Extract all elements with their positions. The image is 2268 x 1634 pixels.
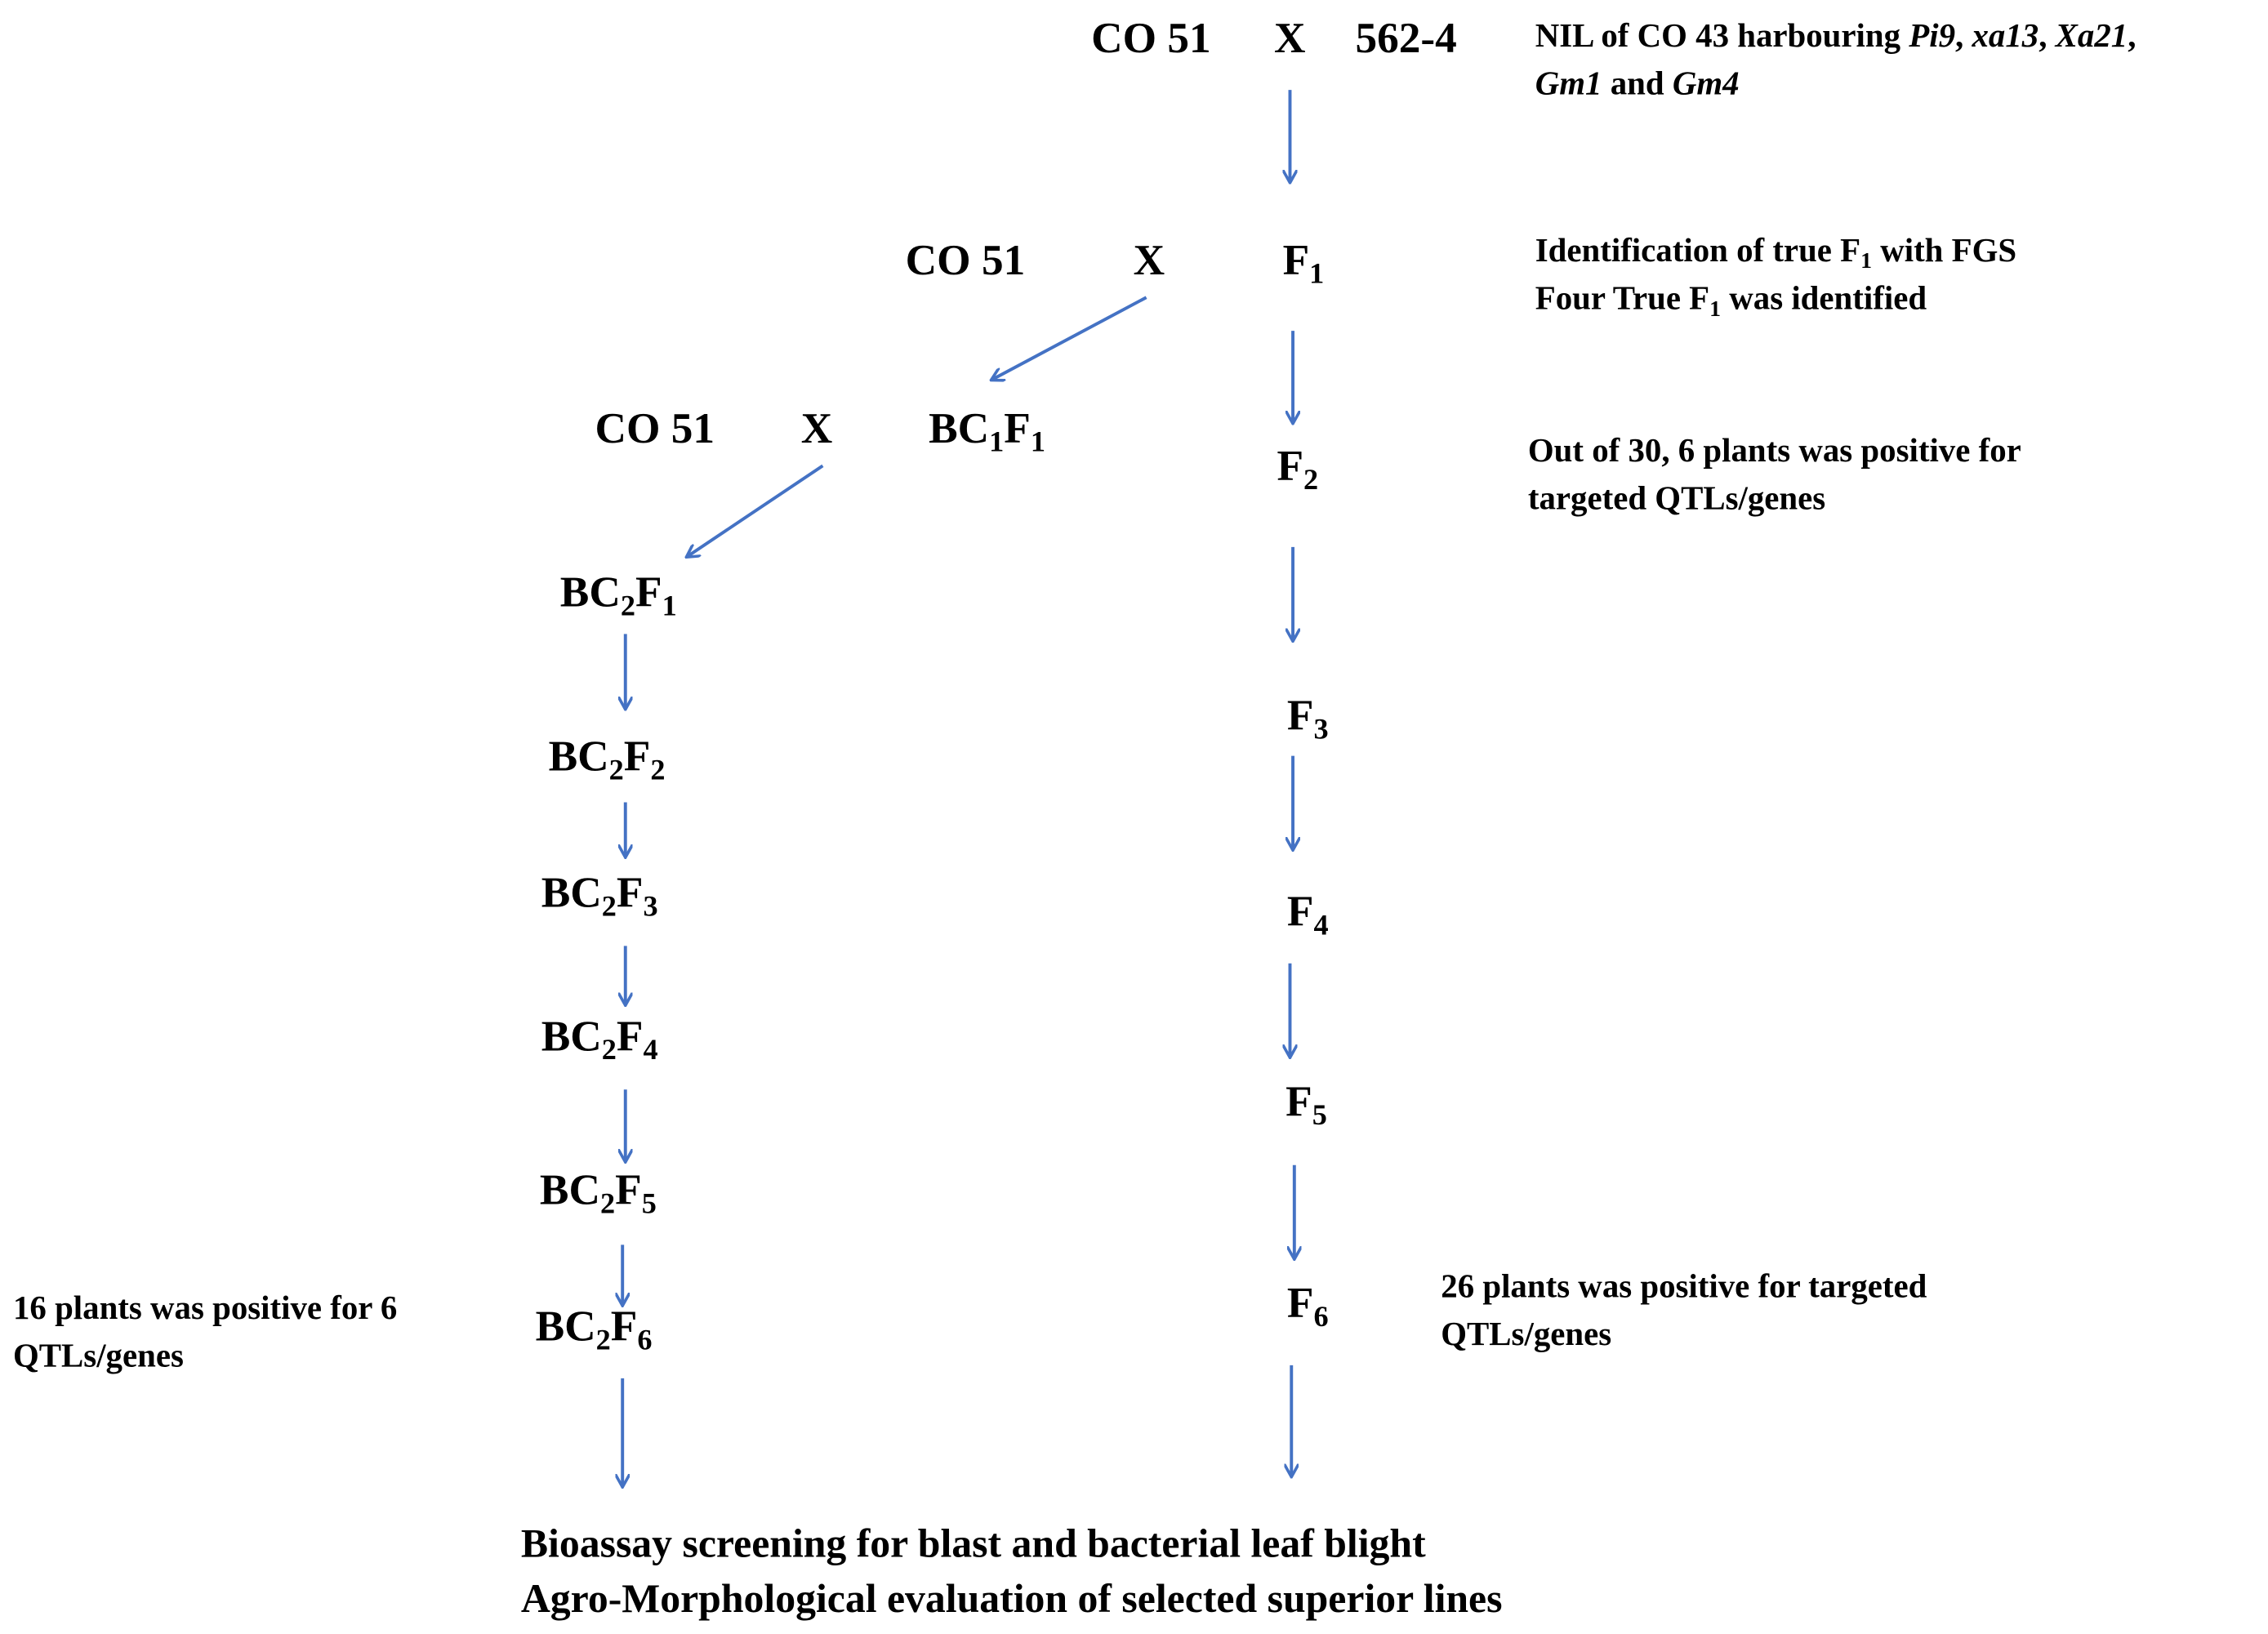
generation-f1: F1	[1282, 236, 1325, 291]
gene-gm4: Gm4	[1672, 65, 1740, 102]
f1-note-line2: Four True F1 was identified	[1535, 279, 1927, 322]
bc2f6-note: 16 plants was positive for 6 QTLs/genes	[12, 1289, 398, 1374]
arrow-bc1f1-to-bc2f1	[686, 464, 824, 557]
arrow-f1-to-bc1f1	[991, 296, 1147, 380]
f2-note: Out of 30, 6 plants was positive for tar…	[1527, 432, 2021, 517]
generation-bc1f1: BC1F1	[929, 404, 1045, 459]
parent-donor-label: 562-4	[1355, 14, 1457, 63]
f6-note: 26 plants was positive for targeted QTLs…	[1441, 1267, 1927, 1352]
cross-symbol: X	[1273, 14, 1306, 63]
generation-bc2f4: BC2F4	[541, 1013, 658, 1067]
f1-cross-recurrent-label: CO 51	[905, 236, 1026, 285]
f1-cross-symbol: X	[1133, 236, 1165, 285]
generation-bc2f2: BC2F2	[548, 732, 666, 787]
generation-f2: F2	[1277, 442, 1319, 496]
final-line-bioassay: Bioassay screening for blast and bacteri…	[520, 1521, 1426, 1567]
bc1-cross-symbol: X	[800, 404, 833, 453]
f1-note: Identification of true F1 with FGS Four …	[1535, 226, 2016, 322]
gene-xa21: Xa21	[2055, 17, 2128, 54]
generation-f4: F4	[1286, 888, 1329, 942]
gene-xa13: xa13	[1972, 17, 2039, 54]
final-evaluation: Bioassay screening for blast and bacteri…	[521, 1517, 1503, 1627]
generation-bc2f1: BC2F1	[559, 568, 677, 623]
final-line-agro-morphological: Agro-Morphological evaluation of selecte…	[520, 1577, 1503, 1623]
generation-f6: F6	[1286, 1280, 1329, 1333]
gene-gm1: Gm1	[1535, 65, 1602, 102]
generation-f3: F3	[1286, 692, 1329, 746]
gene-pi9: Pi9	[1909, 17, 1956, 54]
bc1-cross-recurrent-label: CO 51	[595, 404, 715, 453]
generation-bc2f3: BC2F3	[541, 869, 658, 924]
parent-recurrent-label: CO 51	[1091, 14, 1211, 63]
generation-bc2f5: BC2F5	[539, 1166, 657, 1221]
donor-note: NIL of CO 43 harbouring Pi9, xa13, Xa21,…	[1535, 11, 2137, 107]
f1-note-line1: Identification of true F1 with FGS	[1535, 232, 2017, 274]
donor-note-line1: NIL of CO 43 harbouring Pi9, xa13, Xa21,	[1535, 17, 2137, 54]
donor-note-line2: Gm1 and Gm4	[1535, 65, 1740, 102]
generation-bc2f6: BC2F6	[535, 1302, 653, 1357]
generation-f5: F5	[1285, 1078, 1327, 1133]
